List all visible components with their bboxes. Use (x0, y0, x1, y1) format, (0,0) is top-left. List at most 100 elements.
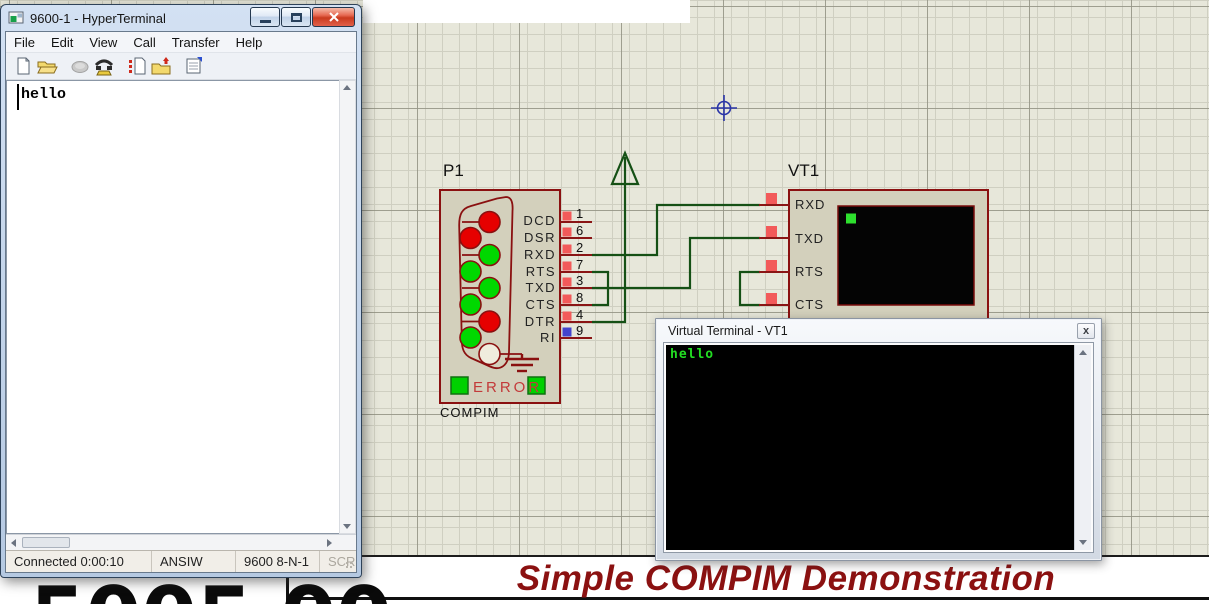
status-scroll: SCROL (319, 551, 356, 572)
close-button[interactable] (312, 7, 355, 27)
ht-menubar: File Edit View Call Transfer Help (6, 32, 356, 53)
text-caret (17, 84, 19, 110)
receive-icon (151, 57, 171, 75)
menu-file[interactable]: File (14, 34, 35, 50)
vt-terminal-text: hello (670, 347, 715, 362)
vt1-pin-label-rts: RTS (795, 264, 824, 279)
resize-grip[interactable] (345, 561, 354, 570)
top-white-strip (363, 0, 690, 23)
p1-error-label: ERROR (473, 379, 543, 396)
vt-terminal-screen[interactable]: hello (666, 345, 1091, 550)
open-icon (37, 61, 58, 74)
p1-pin-number-6: 6 (576, 223, 584, 238)
menu-help[interactable]: Help (235, 34, 263, 50)
vt1-pin-stubs (759, 204, 789, 306)
ht-toolbar (6, 53, 356, 80)
wire-dtr-power[interactable] (592, 157, 627, 324)
hscroll-thumb[interactable] (22, 537, 70, 548)
ht-window-title: 9600-1 - HyperTerminal (30, 10, 166, 26)
toolbar-receive-button[interactable] (149, 55, 173, 78)
toolbar-open-button[interactable] (35, 55, 59, 78)
p1-part-label: COMPIM (440, 405, 500, 420)
led-dcd (478, 210, 501, 234)
wire-p1-rts-cts-loop[interactable] (592, 270, 610, 307)
maximize-button[interactable] (281, 7, 311, 27)
properties-icon (186, 57, 202, 74)
p1-pin-number-2: 2 (576, 240, 584, 255)
vt1-component[interactable] (759, 189, 989, 321)
led-ri (459, 326, 482, 349)
wire-vt1-rts-cts-loop[interactable] (738, 270, 760, 307)
vt1-pin-label-txd: TXD (795, 231, 824, 246)
p1-pin-number-9: 9 (576, 323, 584, 338)
vt-scroll-down-icon[interactable] (1079, 540, 1087, 545)
new-icon (17, 57, 30, 75)
db9-leds (459, 210, 501, 366)
ht-terminal-area[interactable]: hello (6, 80, 339, 534)
vt-titlebar[interactable]: Virtual Terminal - VT1 (656, 319, 1101, 342)
led-rts (459, 260, 482, 283)
vt1-screen (837, 205, 975, 306)
vt-scroll-up-icon[interactable] (1079, 350, 1087, 355)
p1-pin-number-1: 1 (576, 206, 584, 221)
vt-window-title: Virtual Terminal - VT1 (668, 323, 788, 338)
toolbar-hangup-button[interactable] (92, 55, 116, 78)
vt-scrollbar[interactable] (1074, 345, 1091, 550)
p1-pin-stubs (560, 221, 592, 339)
ht-horizontal-scrollbar[interactable] (6, 534, 356, 550)
scroll-left-icon[interactable] (11, 539, 16, 547)
p1-pin-number-8: 8 (576, 290, 584, 305)
menu-call[interactable]: Call (133, 34, 156, 50)
p1-component[interactable] (439, 189, 592, 404)
titleblock-vline (286, 563, 289, 604)
status-emulation: ANSIW (151, 551, 235, 572)
vt-close-button[interactable]: x (1077, 323, 1095, 339)
titleblock-hline (286, 597, 1209, 600)
led-rxd (478, 243, 501, 267)
menu-view[interactable]: View (89, 34, 118, 50)
vt-screen-frame: hello (663, 342, 1094, 553)
toolbar-properties-button[interactable] (182, 55, 206, 78)
menu-edit[interactable]: Edit (50, 34, 74, 50)
scroll-down-icon[interactable] (343, 524, 351, 529)
wires[interactable] (592, 157, 760, 324)
minimize-button[interactable] (250, 7, 280, 27)
status-connection: Connected 0:00:10 (14, 554, 124, 569)
p1-pin-number-4: 4 (576, 307, 584, 322)
toolbar-new-button[interactable] (11, 55, 35, 78)
ht-titlebar[interactable]: 9600-1 - HyperTerminal (1, 5, 361, 31)
p1-pin-label-dtr: DTR (524, 314, 556, 329)
p1-pin-label-cts: CTS (525, 297, 556, 312)
call-disabled-icon (71, 61, 89, 73)
p1-pin9-marker-blue (562, 327, 572, 337)
schematic-canvas[interactable] (0, 0, 1209, 557)
ht-statusbar: Connected 0:00:10 ANSIW 9600 8-N-1 SCROL (6, 550, 356, 572)
clipped-digits-text: 5005 00 (30, 577, 392, 604)
p1-pin-label-ri: RI (540, 330, 556, 345)
wire-txd[interactable] (592, 236, 760, 290)
status-line-settings: 9600 8-N-1 (235, 551, 319, 572)
hangup-icon (94, 59, 114, 76)
scroll-right-icon[interactable] (327, 539, 332, 547)
p1-pin-number-7: 7 (576, 257, 584, 272)
virtual-terminal-window: Virtual Terminal - VT1 x hello (655, 318, 1102, 561)
toolbar-call-button-disabled[interactable] (68, 55, 92, 78)
p1-pin-label-dsr: DSR (524, 230, 556, 245)
send-icon (129, 57, 146, 75)
led-cts (459, 293, 482, 316)
led-shield (478, 342, 501, 366)
scroll-up-icon[interactable] (343, 85, 351, 90)
led-dsr (459, 226, 482, 250)
menu-transfer[interactable]: Transfer (171, 34, 220, 50)
wire-rxd[interactable] (592, 203, 760, 257)
p1-pin-number-3: 3 (576, 273, 584, 288)
hyperterminal-icon (8, 11, 24, 24)
led-dtr (478, 310, 501, 333)
minimize-icon (259, 20, 271, 23)
ht-vertical-scrollbar[interactable] (339, 80, 356, 534)
hyperterminal-window: 9600-1 - HyperTerminal File Edit View Ca… (0, 4, 362, 578)
power-arrow[interactable] (610, 150, 640, 186)
p1-ref-label: P1 (443, 161, 464, 180)
toolbar-send-button[interactable] (125, 55, 149, 78)
